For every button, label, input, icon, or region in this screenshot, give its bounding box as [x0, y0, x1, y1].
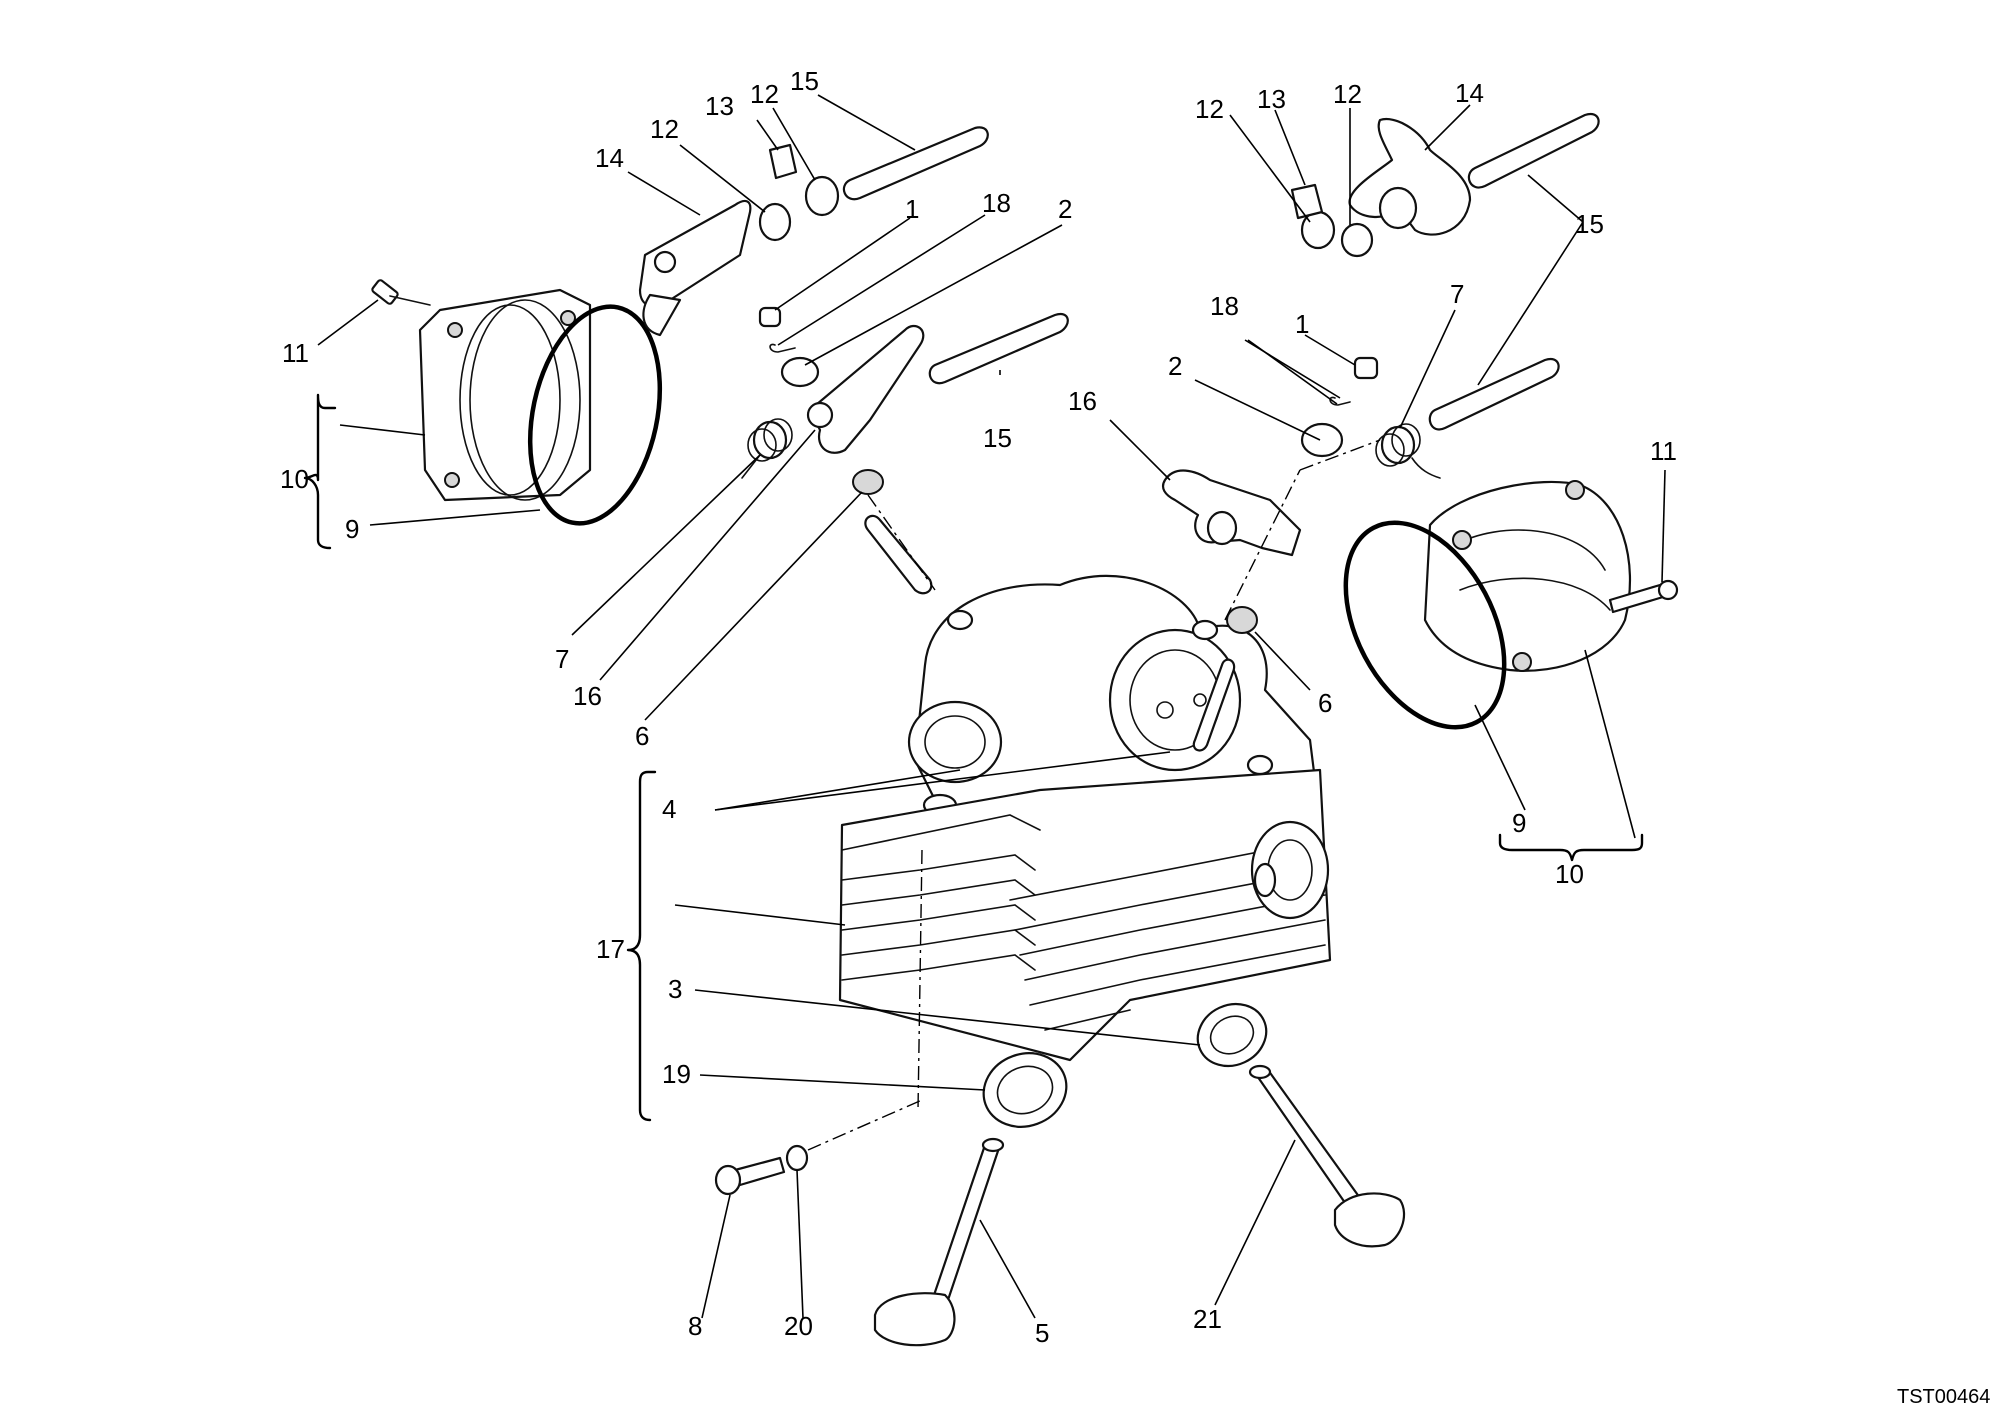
callout-3: 3: [668, 974, 682, 1004]
callout-9-right: 9: [1512, 808, 1526, 838]
right-valve-guide: [1192, 658, 1236, 752]
left-lower-shaft: [928, 312, 1069, 385]
left-spring: [741, 418, 793, 479]
left-valve-seal: [852, 469, 884, 495]
right-collet: [1300, 422, 1344, 458]
callout-18-left: 18: [982, 188, 1011, 218]
callout-8: 8: [688, 1311, 702, 1341]
callout-1-left: 1: [905, 194, 919, 224]
drawing-code: TST00464: [1897, 1386, 1990, 1408]
callout-10-right: 10: [1555, 859, 1584, 889]
left-clip: [769, 343, 796, 353]
right-cap: [1353, 356, 1379, 380]
left-cover-brace: [303, 393, 337, 550]
bolt: [714, 1156, 786, 1196]
callout-14-left: 14: [595, 143, 624, 173]
callout-6-right: 6: [1318, 688, 1332, 718]
callout-5: 5: [1035, 1318, 1049, 1348]
callout-2-left: 2: [1058, 194, 1072, 224]
callout-17: 17: [596, 934, 625, 964]
cylinder-head: [838, 574, 1332, 1062]
callout-7-right: 7: [1450, 279, 1464, 309]
callout-7-left: 7: [555, 644, 569, 674]
callout-13-left: 13: [705, 91, 734, 121]
left-cover-screw: [371, 279, 431, 306]
right-side-cover: [1423, 480, 1632, 672]
left-cap: [758, 306, 782, 328]
left-upper-rocker: [638, 199, 752, 337]
exhaust-valve: [1248, 1064, 1406, 1248]
right-o-ring: [1343, 520, 1507, 730]
valve-seat-ring-right: [1196, 1002, 1268, 1068]
left-upper-shaft: [842, 126, 989, 201]
callout-15-left-top: 15: [790, 66, 819, 96]
callout-15-left-low: 15: [983, 423, 1012, 453]
intake-valve: [873, 1137, 1005, 1347]
right-bushing: [1290, 183, 1324, 220]
callout-19: 19: [662, 1059, 691, 1089]
callout-13-right: 13: [1257, 84, 1286, 114]
callout-labels: 13 12 15 12 14 1 18 2 15 11 10 9 7 16 6 …: [280, 66, 1677, 1348]
right-cover-screw: [1608, 579, 1679, 614]
right-valve-seal: [1226, 606, 1258, 634]
callout-15-right: 15: [1575, 209, 1604, 239]
callout-14-right: 14: [1455, 78, 1484, 108]
callout-12-right-a: 12: [1195, 94, 1224, 124]
callout-10-left: 10: [280, 464, 309, 494]
callout-6-left: 6: [635, 721, 649, 751]
leader-lines: [317, 94, 1666, 1319]
callout-16-left: 16: [573, 681, 602, 711]
left-washer-a: [758, 202, 792, 242]
callout-11-left: 11: [282, 338, 309, 368]
right-upper-shaft: [1467, 112, 1600, 189]
right-upper-rocker: [1348, 117, 1472, 236]
callout-9-left: 9: [345, 514, 359, 544]
callout-12-right-b: 12: [1333, 79, 1362, 109]
left-o-ring: [527, 304, 663, 526]
callout-12-left-top: 12: [750, 79, 779, 109]
callout-18-right: 18: [1210, 291, 1239, 321]
washer: [785, 1144, 809, 1172]
right-spring: [1375, 423, 1441, 479]
right-lower-shaft: [1428, 357, 1560, 431]
callout-4: 4: [662, 794, 676, 824]
left-collet: [780, 356, 820, 388]
right-lower-rocker: [1161, 469, 1302, 557]
right-clip: [1329, 396, 1351, 406]
left-bushing: [768, 143, 798, 180]
callout-12-left-mid: 12: [650, 114, 679, 144]
callout-11-right: 11: [1650, 436, 1677, 466]
right-cover-brace: [1498, 833, 1644, 862]
callout-2-right: 2: [1168, 351, 1182, 381]
left-valve-guide: [864, 514, 933, 595]
left-lower-rocker: [806, 324, 925, 454]
cylinder-head-brace: [626, 770, 657, 1122]
left-washer-b: [804, 175, 840, 217]
valve-seat-ring-left: [982, 1052, 1068, 1128]
left-side-cover: [418, 288, 592, 502]
callout-16-right: 16: [1068, 386, 1097, 416]
right-washer-b: [1340, 222, 1374, 258]
callout-1-right: 1: [1295, 309, 1309, 339]
callout-20: 20: [784, 1311, 813, 1341]
callout-21: 21: [1193, 1304, 1222, 1334]
center-lines: [807, 439, 1381, 1151]
